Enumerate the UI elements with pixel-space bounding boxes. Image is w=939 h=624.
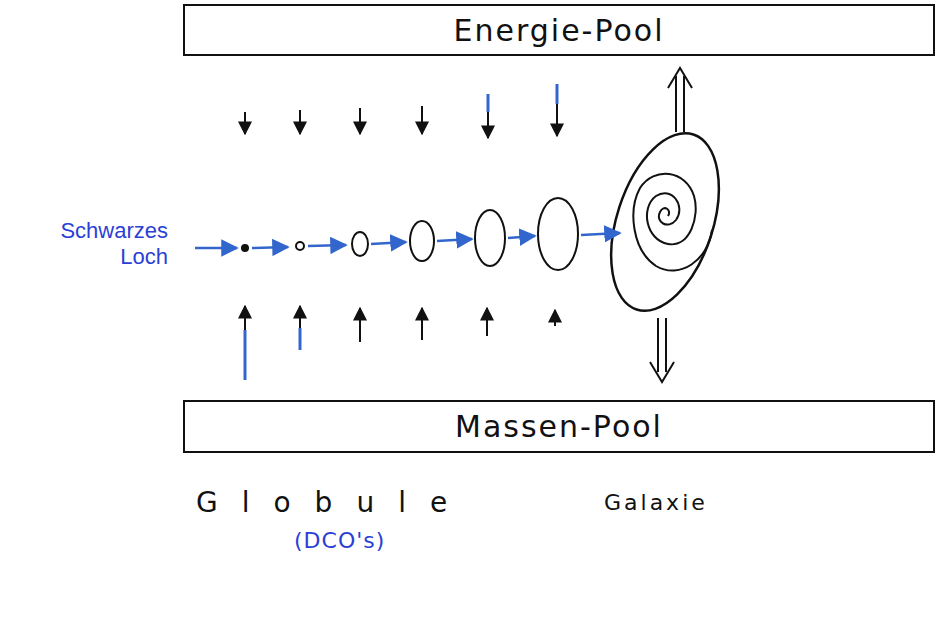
energy-arrows bbox=[245, 84, 557, 138]
galaxy-label: Galaxie bbox=[604, 490, 708, 516]
black-hole-label: Schwarzes Loch bbox=[60, 218, 168, 271]
sequence-arrows bbox=[195, 233, 620, 248]
globule-label: Globule bbox=[196, 486, 471, 520]
galaxy-double-arrows bbox=[650, 68, 692, 382]
pool-band: Massen-Pool bbox=[183, 400, 935, 453]
pool-name: Energie-Pool bbox=[454, 13, 665, 48]
pool-name: Massen-Pool bbox=[455, 409, 663, 444]
dco-label: (DCO's) bbox=[294, 528, 385, 554]
pool-band: Energie-Pool bbox=[183, 4, 935, 56]
evolution-shapes bbox=[242, 120, 739, 325]
mass-arrows bbox=[245, 306, 555, 380]
